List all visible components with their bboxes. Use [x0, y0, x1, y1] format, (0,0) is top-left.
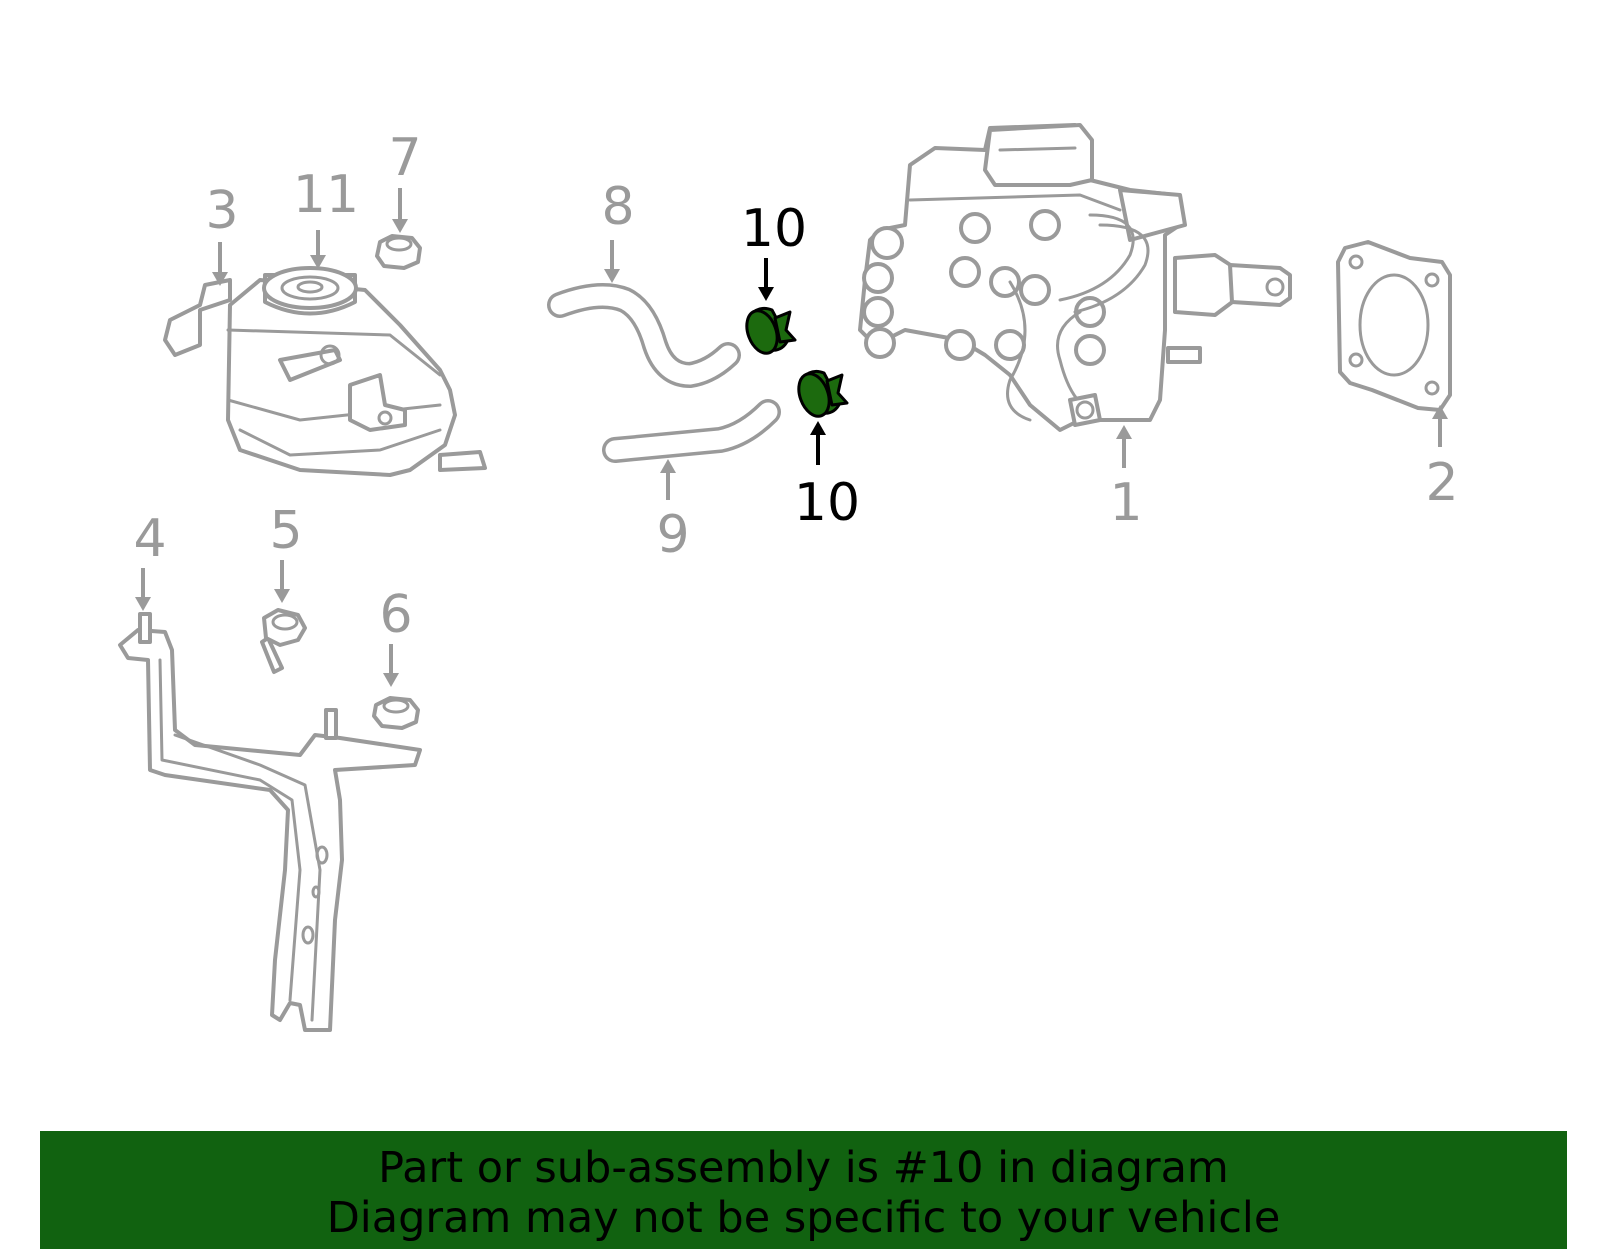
callout-11: 11: [293, 165, 359, 225]
hose-8: [547, 283, 741, 389]
hose-clamp-10-upper: [745, 306, 797, 355]
nut-7: [375, 234, 422, 270]
hose-9: [602, 399, 781, 463]
callout-7: 7: [388, 128, 421, 188]
callout-10-lower: 10: [794, 473, 860, 533]
banner-line-1: Part or sub-assembly is #10 in diagram: [378, 1143, 1229, 1193]
callout-3: 3: [205, 181, 238, 241]
bracket-4: [118, 612, 422, 1032]
callout-6: 6: [379, 585, 412, 645]
callout-1: 1: [1109, 473, 1142, 533]
callout-arrows: [135, 188, 1448, 687]
gasket-2: [1336, 240, 1452, 412]
info-banner: Part or sub-assembly is #10 in diagram D…: [40, 1131, 1567, 1249]
callout-5: 5: [269, 501, 302, 561]
callout-4: 4: [133, 509, 166, 569]
callout-2: 2: [1425, 453, 1458, 513]
reservoir-tank: [163, 266, 487, 477]
callout-10-upper: 10: [741, 199, 807, 259]
bolt-5: [260, 608, 307, 674]
parts-diagram: 3 11 7 8 9 10 10 1 2 4 5 6: [118, 123, 1459, 1032]
banner-line-2: Diagram may not be specific to your vehi…: [326, 1193, 1281, 1243]
nut-6: [372, 696, 420, 730]
hose-clamp-10-lower: [797, 369, 849, 418]
callout-9: 9: [656, 505, 689, 565]
brake-booster-assembly: [858, 123, 1292, 432]
callout-8: 8: [601, 177, 634, 237]
